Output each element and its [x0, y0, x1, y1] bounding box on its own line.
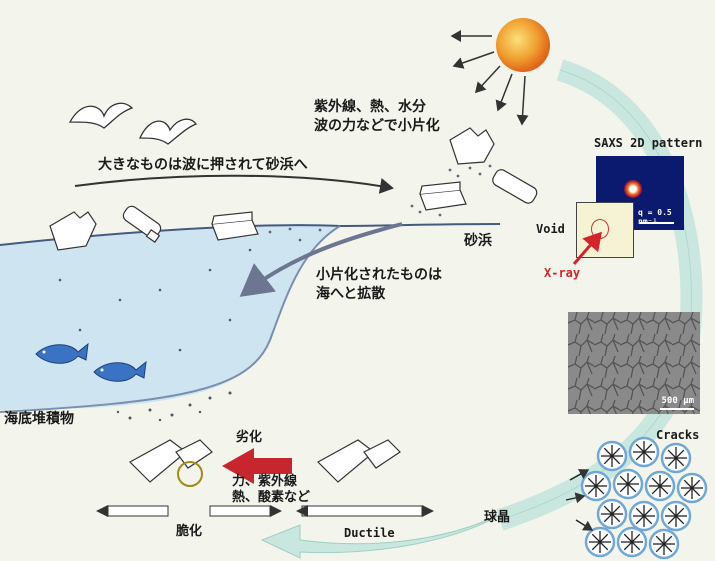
causes-label: 力、紫外線 熱、酸素など: [232, 474, 310, 506]
sample-cube: [576, 202, 634, 258]
void-label: Void: [536, 222, 565, 236]
uv-heat-label: 紫外線、熱、水分 波の力などで小片化: [314, 98, 440, 136]
saxs-label: SAXS 2D pattern: [594, 136, 703, 150]
sand-beach-label: 砂浜: [464, 233, 492, 249]
micrograph-scale: 500 μm: [661, 396, 694, 406]
spherulite-label: 球晶: [484, 510, 511, 525]
causes-line1: 力、紫外線: [232, 474, 298, 489]
plastic-bag-icon: [49, 127, 495, 251]
fragments-line1: 小片化されたものは: [316, 267, 442, 283]
uv-heat-line2: 波の力などで小片化: [314, 118, 440, 134]
uv-heat-line1: 紫外線、熱、水分: [314, 99, 426, 115]
fragments-label: 小片化されたものは 海へと拡散: [316, 266, 442, 304]
degradation-label: 劣化: [236, 430, 263, 445]
plastic-bottle-icon: [122, 169, 538, 243]
brittle-label: 脆化: [176, 524, 203, 539]
waves-push-label: 大きなものは波に押されて砂浜へ: [98, 157, 308, 173]
tensile-specimens: [96, 505, 434, 517]
plastic-tray-icon: [211, 181, 467, 241]
saxs-q-scale: q = 0.5 nm⁻¹: [638, 208, 672, 226]
sun-icon: [450, 18, 550, 126]
saxs-ring: [624, 180, 642, 198]
causes-line2: 熱、酸素など: [232, 490, 311, 505]
spherulite-icon: [565, 436, 708, 560]
seabed-label: 海底堆積物: [4, 411, 74, 427]
xray-label: X-ray: [544, 266, 581, 280]
fragments-line2: 海へと拡散: [316, 286, 386, 302]
ductile-arrow: [260, 511, 506, 559]
cracks-label: Cracks: [656, 428, 700, 442]
seagull-icon: [68, 102, 198, 145]
seabed-particles: [58, 238, 302, 422]
sea: [0, 225, 340, 410]
ductile-label: Ductile: [344, 526, 395, 540]
fish-icon: [35, 342, 147, 382]
crack-micrograph: 500 μm: [568, 312, 700, 414]
plastic-clip-icon: [129, 439, 401, 487]
degradation-arrow: [222, 448, 292, 484]
